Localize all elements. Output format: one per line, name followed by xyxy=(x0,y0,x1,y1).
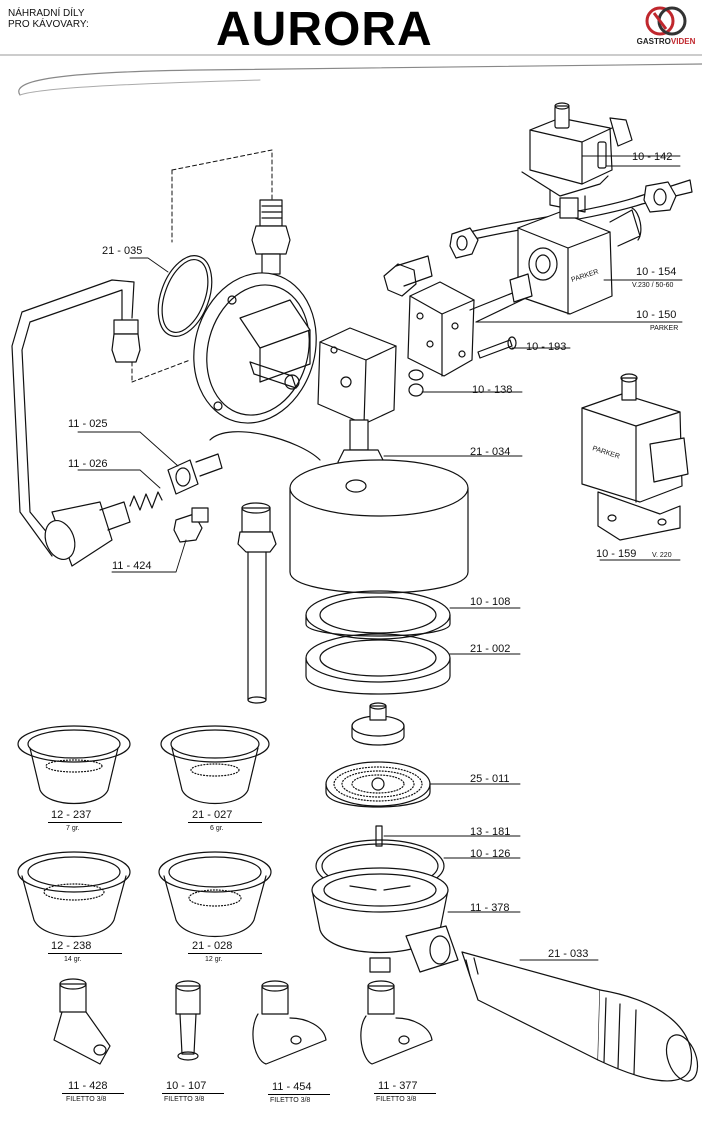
nozzle-11-424 xyxy=(173,507,209,543)
label-underline xyxy=(48,822,122,823)
label-underline xyxy=(374,1093,436,1094)
part-note-11-428: FILETTO 3/8 xyxy=(66,1096,107,1103)
header-separator xyxy=(0,54,702,96)
part-note-12-238: 14 gr. xyxy=(64,956,82,963)
label-underline xyxy=(188,953,262,954)
basket-12-238 xyxy=(17,851,131,937)
logo-word-b: VIDEN xyxy=(670,37,696,46)
label-underline xyxy=(62,1093,124,1094)
part-number-10-142: 10 - 142 xyxy=(632,151,673,163)
part-note-10-107: FILETTO 3/8 xyxy=(164,1096,205,1103)
label-underline xyxy=(268,1094,330,1095)
part-note-10-159: V. 220 xyxy=(652,552,672,559)
part-number-12-238: 12 - 238 xyxy=(51,940,92,952)
part-number-13-181: 13 - 181 xyxy=(470,826,511,838)
shower-screen-25-011 xyxy=(325,761,431,808)
solenoid-coil-10-142 xyxy=(521,102,633,213)
part-number-10-150: 10 - 150 xyxy=(636,309,677,321)
part-note-21-028: 12 gr. xyxy=(205,956,223,963)
shower-holder xyxy=(351,702,405,746)
part-note-11-454: FILETTO 3/8 xyxy=(270,1097,311,1104)
label-underline xyxy=(162,1093,224,1094)
part-number-21-033: 21 - 033 xyxy=(548,948,589,960)
portafilter-handle-21-033 xyxy=(461,951,699,1082)
part-number-21-027: 21 - 027 xyxy=(192,809,233,821)
spring-11-026 xyxy=(129,453,223,511)
part-number-10-138: 10 - 138 xyxy=(472,384,513,396)
subtitle-line-1: NÁHRADNÍ DÍLY xyxy=(8,8,85,19)
gasket-10-108 xyxy=(305,590,451,640)
part-note-10-150: PARKER xyxy=(650,325,679,332)
page-title: AURORA xyxy=(216,3,433,56)
o-ring-21-035 xyxy=(157,255,213,337)
part-number-10-107: 10 - 107 xyxy=(166,1080,207,1092)
subtitle-line-2: PRO KÁVOVARY: xyxy=(8,19,89,30)
part-number-21-002: 21 - 002 xyxy=(470,643,511,655)
part-note-10-154: V.230 / 50-60 xyxy=(632,282,674,289)
basket-21-028 xyxy=(158,851,272,937)
group-flange xyxy=(193,272,317,424)
logo-word-a: GASTRO xyxy=(636,37,671,46)
label-underline xyxy=(188,822,262,823)
threaded-nipple xyxy=(251,199,291,275)
screw-10-193 xyxy=(477,336,517,359)
part-number-11-428: 11 - 428 xyxy=(68,1080,108,1092)
gastroviden-logo-icon xyxy=(645,6,687,36)
screw-13-181 xyxy=(375,825,383,847)
block-21-034 xyxy=(317,327,397,475)
part-number-11-377: 11 - 377 xyxy=(378,1080,418,1092)
part-number-21-028: 21 - 028 xyxy=(192,940,233,952)
valve-flange-10-150 xyxy=(383,255,533,377)
basket-12-237 xyxy=(17,725,131,805)
part-number-10-154: 10 - 154 xyxy=(636,266,677,278)
gasket-21-002 xyxy=(305,633,451,695)
part-number-21-034: 21 - 034 xyxy=(470,446,511,458)
part-number-10-108: 10 - 108 xyxy=(470,596,511,608)
spout-11-377 xyxy=(360,980,433,1065)
vertical-tube xyxy=(237,502,277,704)
leader-lines xyxy=(77,155,683,961)
steam-pipe-left xyxy=(11,279,141,567)
spout-11-428 xyxy=(53,978,111,1065)
solenoid-valve-10-159 xyxy=(581,373,689,541)
part-number-10-159: 10 - 159 xyxy=(596,548,637,560)
valve-body-10-154 xyxy=(517,197,642,315)
part-number-10-193: 10 - 193 xyxy=(526,341,567,353)
part-number-10-126: 10 - 126 xyxy=(470,848,511,860)
part-number-21-035: 21 - 035 xyxy=(102,245,143,257)
spout-11-454 xyxy=(252,980,327,1065)
part-number-25-011: 25 - 011 xyxy=(470,773,510,785)
label-underline xyxy=(48,953,122,954)
part-number-12-237: 12 - 237 xyxy=(51,809,92,821)
steam-pipe-right xyxy=(449,179,693,259)
spout-10-107 xyxy=(175,980,201,1061)
part-number-11-454: 11 - 454 xyxy=(272,1081,312,1093)
part-number-11-025: 11 - 025 xyxy=(68,418,108,430)
part-number-11-424: 11 - 424 xyxy=(112,560,152,572)
part-note-21-027: 6 gr. xyxy=(210,825,224,832)
header-subtitle: NÁHRADNÍ DÍLY PRO KÁVOVARY: xyxy=(8,8,89,30)
group-head-11-378 xyxy=(311,867,459,973)
logo-wordmark: GASTROVIDEN xyxy=(636,37,696,46)
basket-21-027 xyxy=(160,725,270,805)
part-note-12-237: 7 gr. xyxy=(66,825,80,832)
boiler-body xyxy=(209,431,469,594)
part-number-11-026: 11 - 026 xyxy=(68,458,108,470)
part-number-11-378: 11 - 378 xyxy=(470,902,510,914)
part-note-11-377: FILETTO 3/8 xyxy=(376,1096,417,1103)
washers-10-138 xyxy=(408,369,424,397)
